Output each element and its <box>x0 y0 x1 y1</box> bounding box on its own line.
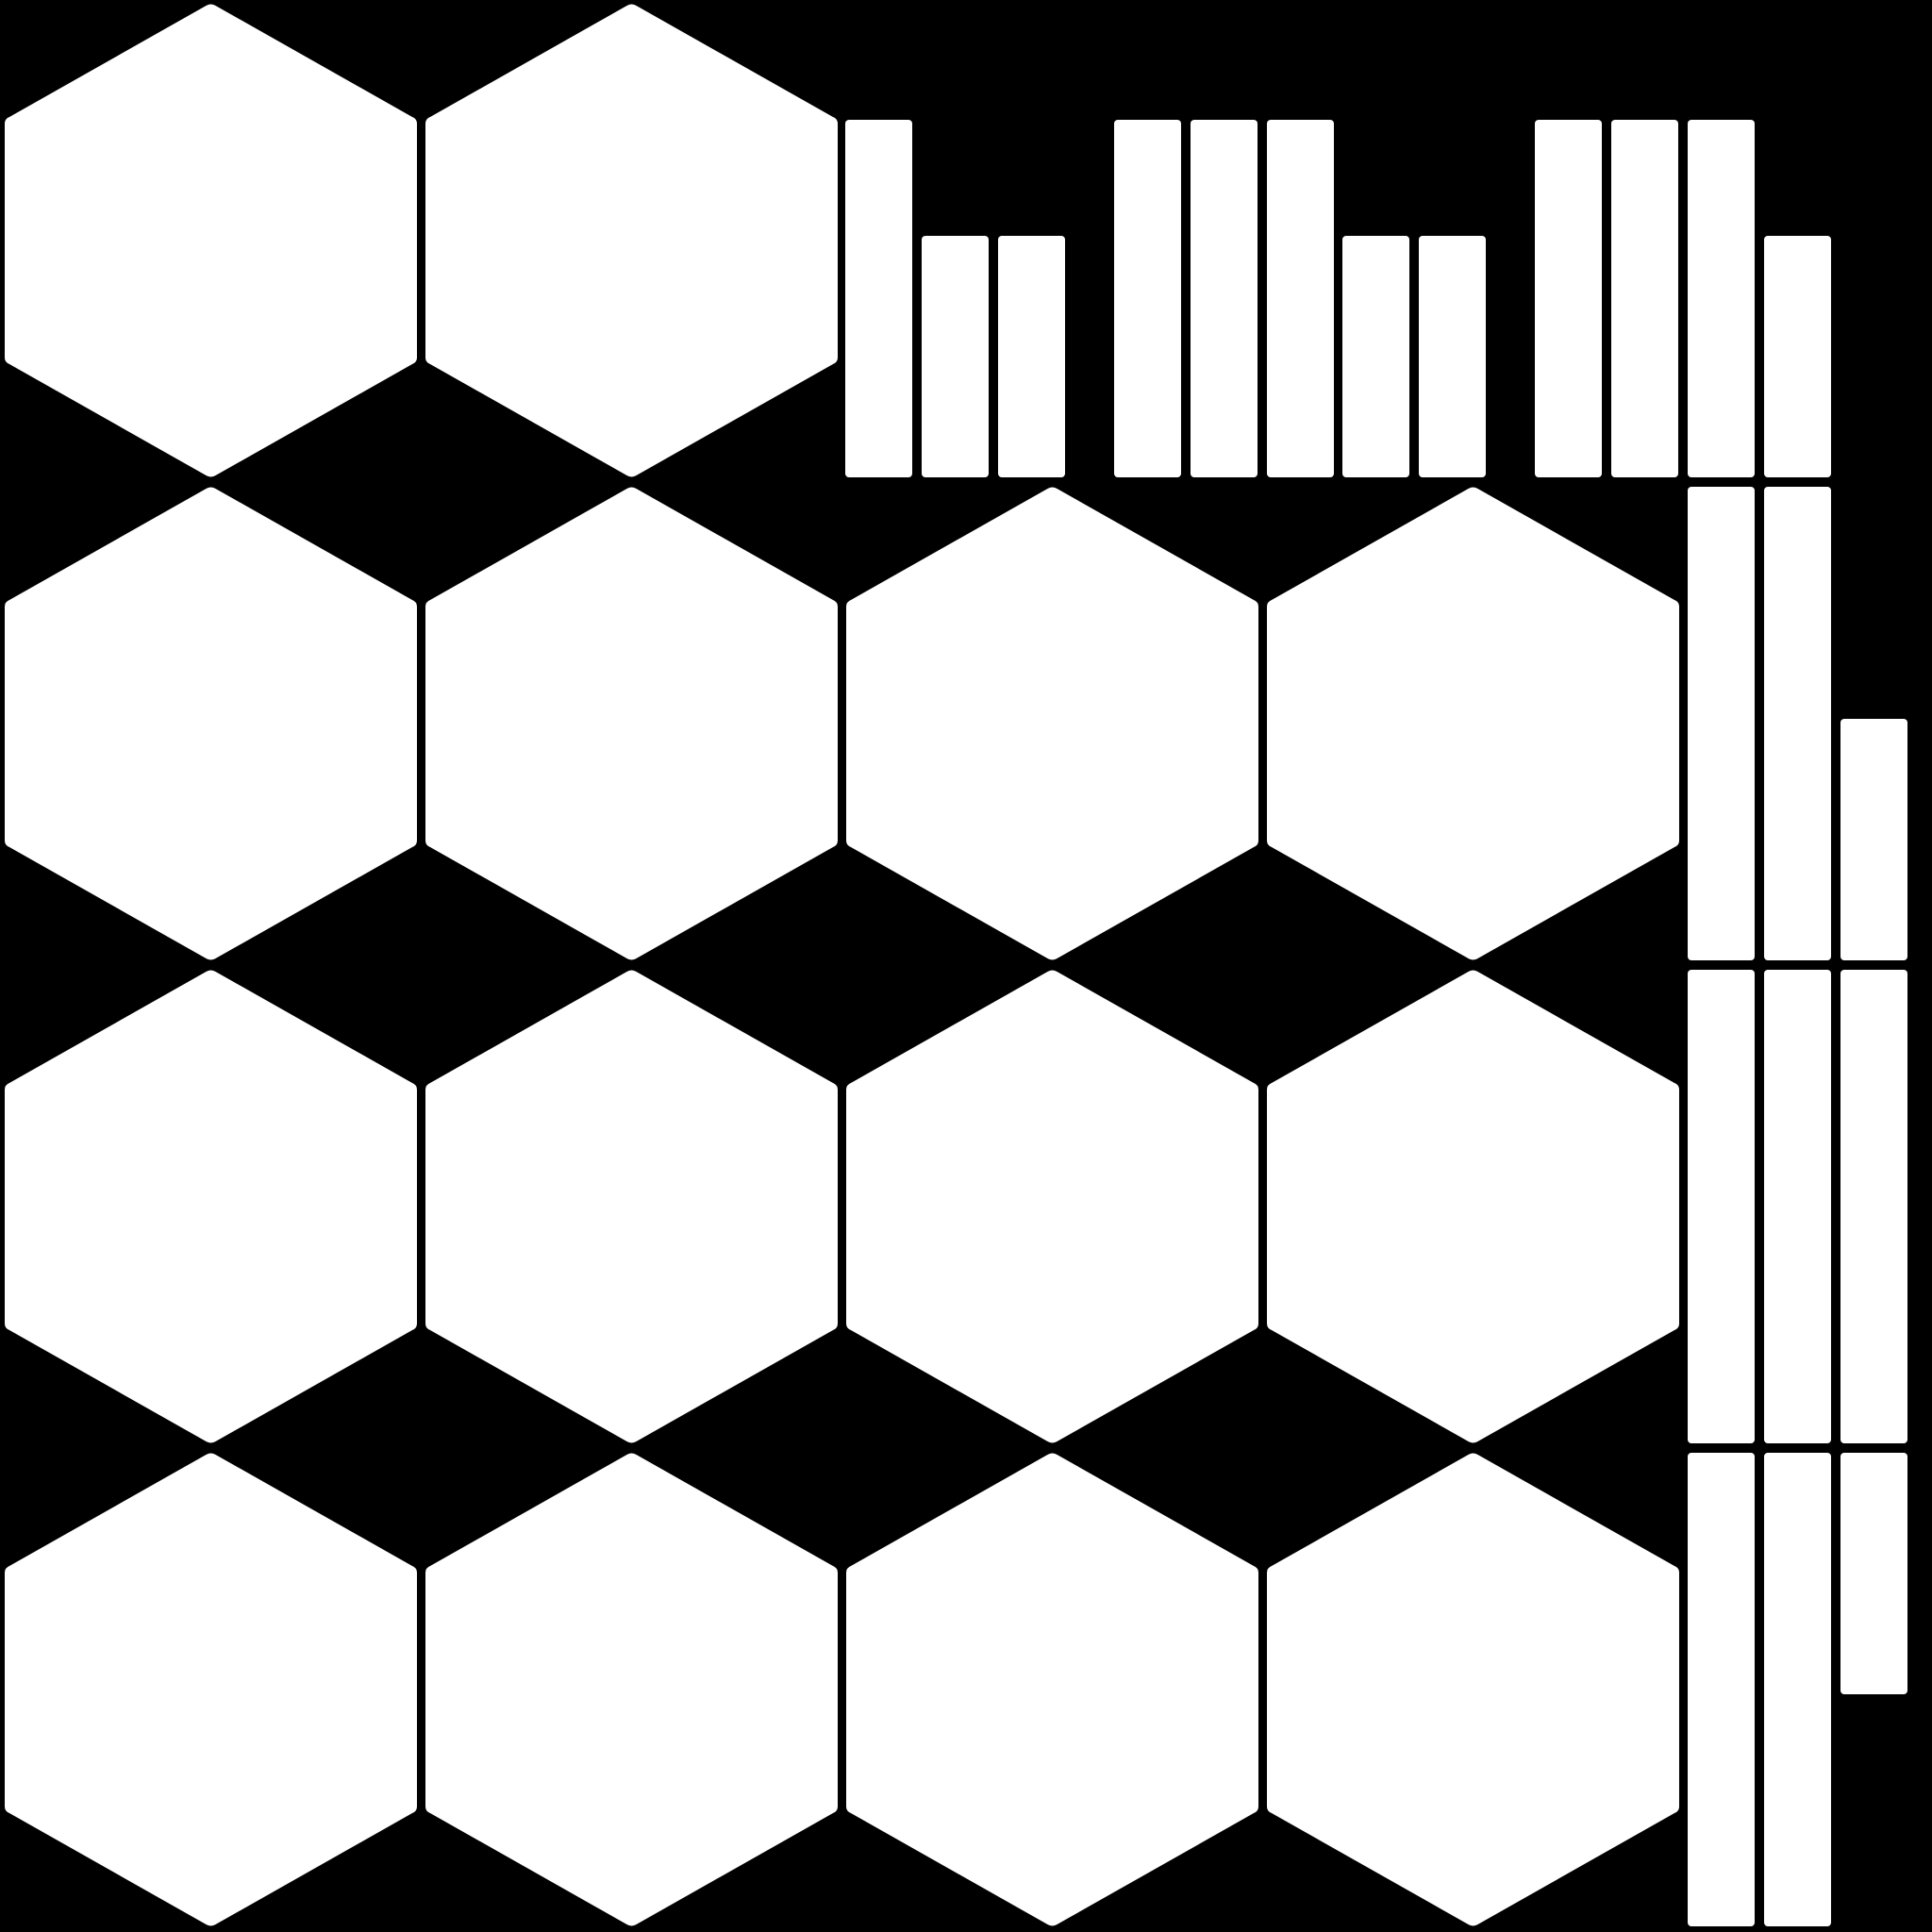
bar-tall <box>1267 120 1334 477</box>
hex-r2-c0 <box>5 970 417 1443</box>
bar-long <box>1764 487 1831 960</box>
bar-tall <box>1535 120 1602 477</box>
hex-r1-c0 <box>5 487 417 960</box>
bar-short <box>922 236 989 477</box>
hex-r0-c0 <box>5 4 417 477</box>
bar-short <box>1764 236 1831 477</box>
bar-tall <box>845 120 912 477</box>
bar-short <box>1419 236 1486 477</box>
bar-short <box>998 236 1065 477</box>
hex-r2-c1 <box>425 970 838 1443</box>
bar-long <box>1764 970 1831 1443</box>
bar-tall <box>1688 120 1755 477</box>
bar-short <box>1840 719 1907 960</box>
hex-r2-c2 <box>846 970 1258 1443</box>
hex-r1-c2 <box>846 487 1258 960</box>
hex-r3-c1 <box>425 1453 838 1926</box>
hex-tile-group <box>5 4 1679 1926</box>
bar-tall <box>1191 120 1257 477</box>
hex-r3-c0 <box>5 1453 417 1926</box>
bar-long <box>1688 970 1755 1443</box>
bar-tile-group <box>845 120 1907 1926</box>
bar-tall <box>1611 120 1678 477</box>
bar-short <box>1342 236 1409 477</box>
hex-r3-c2 <box>846 1453 1258 1926</box>
hex-r2-c3 <box>1267 970 1679 1443</box>
bar-long <box>1840 970 1907 1443</box>
bar-tall <box>1114 120 1181 477</box>
bar-short <box>1840 1453 1907 1694</box>
bar-long <box>1764 1453 1831 1926</box>
hex-r1-c1 <box>425 487 838 960</box>
bar-long <box>1688 487 1755 960</box>
hex-r0-c1 <box>425 4 838 477</box>
hex-r3-c3 <box>1267 1453 1679 1926</box>
hex-r1-c3 <box>1267 487 1679 960</box>
bar-long <box>1688 1453 1755 1926</box>
